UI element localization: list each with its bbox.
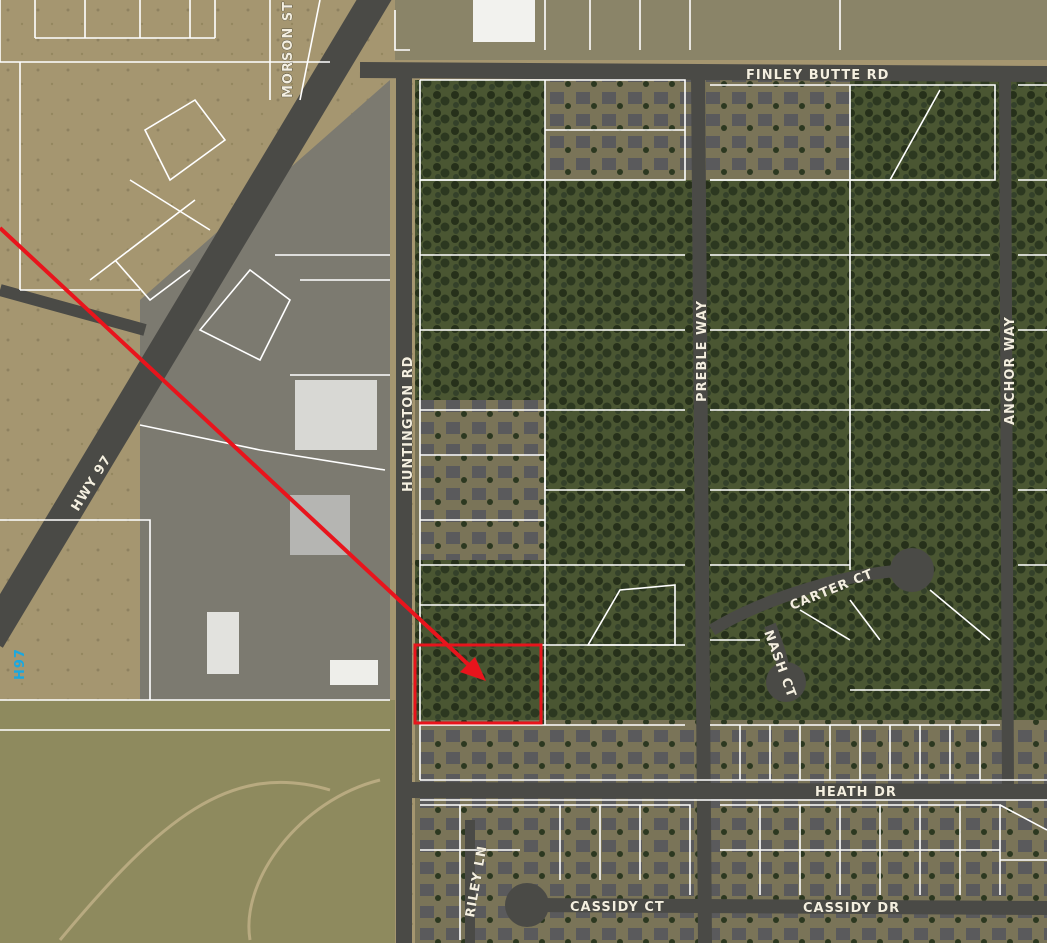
road-anchor — [999, 73, 1014, 793]
highlighted-parcel — [413, 643, 543, 725]
road-finley-butte — [359, 62, 1047, 82]
road-heath — [403, 782, 1047, 800]
label-huntington-rd: HUNTINGTON RD — [401, 356, 416, 492]
label-morson-st: MORSON ST — [281, 1, 296, 98]
nash-ct-culdesac — [766, 662, 806, 702]
road-preble — [691, 73, 712, 943]
label-cassidy-dr: CASSIDY DR — [803, 901, 900, 916]
building-north — [473, 0, 535, 42]
dirt-trails — [58, 778, 381, 941]
building-shed — [207, 612, 239, 674]
pointer-arrow — [0, 226, 486, 681]
label-preble-way: PREBLE WAY — [695, 300, 710, 402]
road-hwy-97 — [0, 0, 392, 648]
housing-west-block — [415, 400, 545, 560]
carter-ct-culdesac — [890, 548, 934, 592]
open-field — [0, 700, 395, 943]
road-cassidy — [529, 898, 1047, 915]
commercial-area — [140, 80, 390, 720]
road-side-west — [0, 284, 147, 336]
building-store — [295, 380, 377, 450]
label-cassidy-ct: CASSIDY CT — [570, 900, 665, 915]
cassidy-ct-culdesac — [505, 883, 549, 927]
building-small — [330, 660, 378, 685]
label-heath-dr: HEATH DR — [815, 785, 897, 800]
label-anchor-way: ANCHOR WAY — [1003, 316, 1018, 425]
label-finley-butte-rd: FINLEY BUTTE RD — [746, 68, 889, 83]
hwy-shield-label: H97 — [13, 648, 28, 680]
